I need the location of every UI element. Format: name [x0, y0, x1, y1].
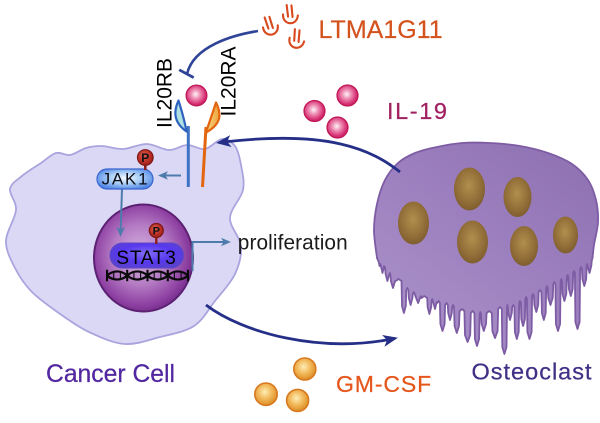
svg-text:LTMA1G11: LTMA1G11 — [319, 16, 443, 44]
svg-text:JAK1: JAK1 — [102, 170, 150, 189]
svg-text:STAT3: STAT3 — [116, 248, 176, 269]
svg-text:IL20RB: IL20RB — [154, 58, 177, 128]
svg-text:Cancer Cell: Cancer Cell — [46, 361, 175, 388]
svg-text:Osteoclast: Osteoclast — [472, 359, 593, 385]
svg-text:P: P — [141, 151, 149, 165]
svg-text:GM-CSF: GM-CSF — [336, 371, 432, 397]
svg-text:IL20RA: IL20RA — [218, 46, 241, 116]
svg-text:IL-19: IL-19 — [387, 98, 449, 124]
svg-text:proliferation: proliferation — [238, 231, 348, 254]
svg-text:P: P — [153, 226, 160, 238]
